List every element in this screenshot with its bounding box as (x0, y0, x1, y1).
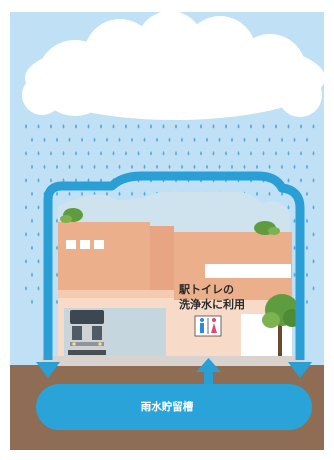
platform (42, 356, 304, 366)
train-icon (68, 308, 106, 355)
tank-label: 雨水貯留槽 (0, 399, 334, 414)
toilet-label-line1: 駅トイレの (179, 281, 234, 297)
toilet-label-line2: 洗浄水に利用 (179, 296, 245, 312)
restroom-sign-icon (195, 316, 221, 336)
